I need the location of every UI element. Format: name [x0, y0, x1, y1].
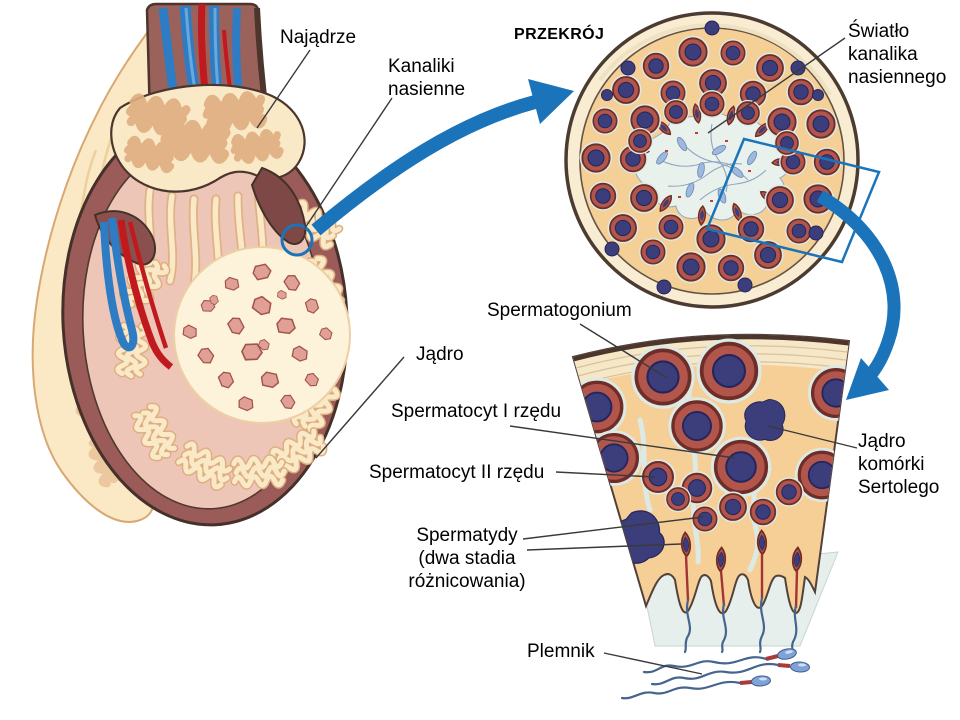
free-sperm: [620, 648, 810, 700]
testis-illustration: [31, 2, 351, 527]
label-swiatlo-kanalika: Światło kanalika nasiennego: [848, 21, 947, 89]
label-najadrze: Najądrze: [280, 27, 357, 48]
rete-testis: [173, 246, 351, 424]
embedded-spermatids: [681, 530, 802, 654]
label-jadro: Jądro: [416, 344, 464, 365]
label-plemnik: Plemnik: [527, 641, 595, 662]
zoom-rectangle-marker: [705, 137, 881, 264]
zoom-arrow-1: [311, 79, 574, 236]
tubule-wall-detail: [571, 333, 851, 654]
label-spermatogonium: Spermatogonium: [487, 300, 632, 321]
sample-circle-marker: [280, 223, 314, 257]
label-kanaliki-nasienne: Kanaliki nasienne: [388, 56, 466, 101]
tubule-cross-section: [564, 11, 860, 309]
label-spermatocyt-i: Spermatocyt I rzędu: [391, 401, 562, 422]
label-lines: [256, 37, 858, 675]
label-przekroj: PRZEKRÓJ: [514, 26, 605, 43]
label-sertoli: Jądro komórki Sertolego: [858, 431, 940, 499]
zoom-arrow-2: [816, 190, 901, 400]
epididymis: [110, 83, 307, 245]
testicular-vessels: [93, 210, 174, 370]
label-spermatocyt-ii: Spermatocyt II rzędu: [369, 462, 545, 483]
label-spermatydy: Spermatydy (dwa stadia różnicowania): [408, 525, 526, 593]
